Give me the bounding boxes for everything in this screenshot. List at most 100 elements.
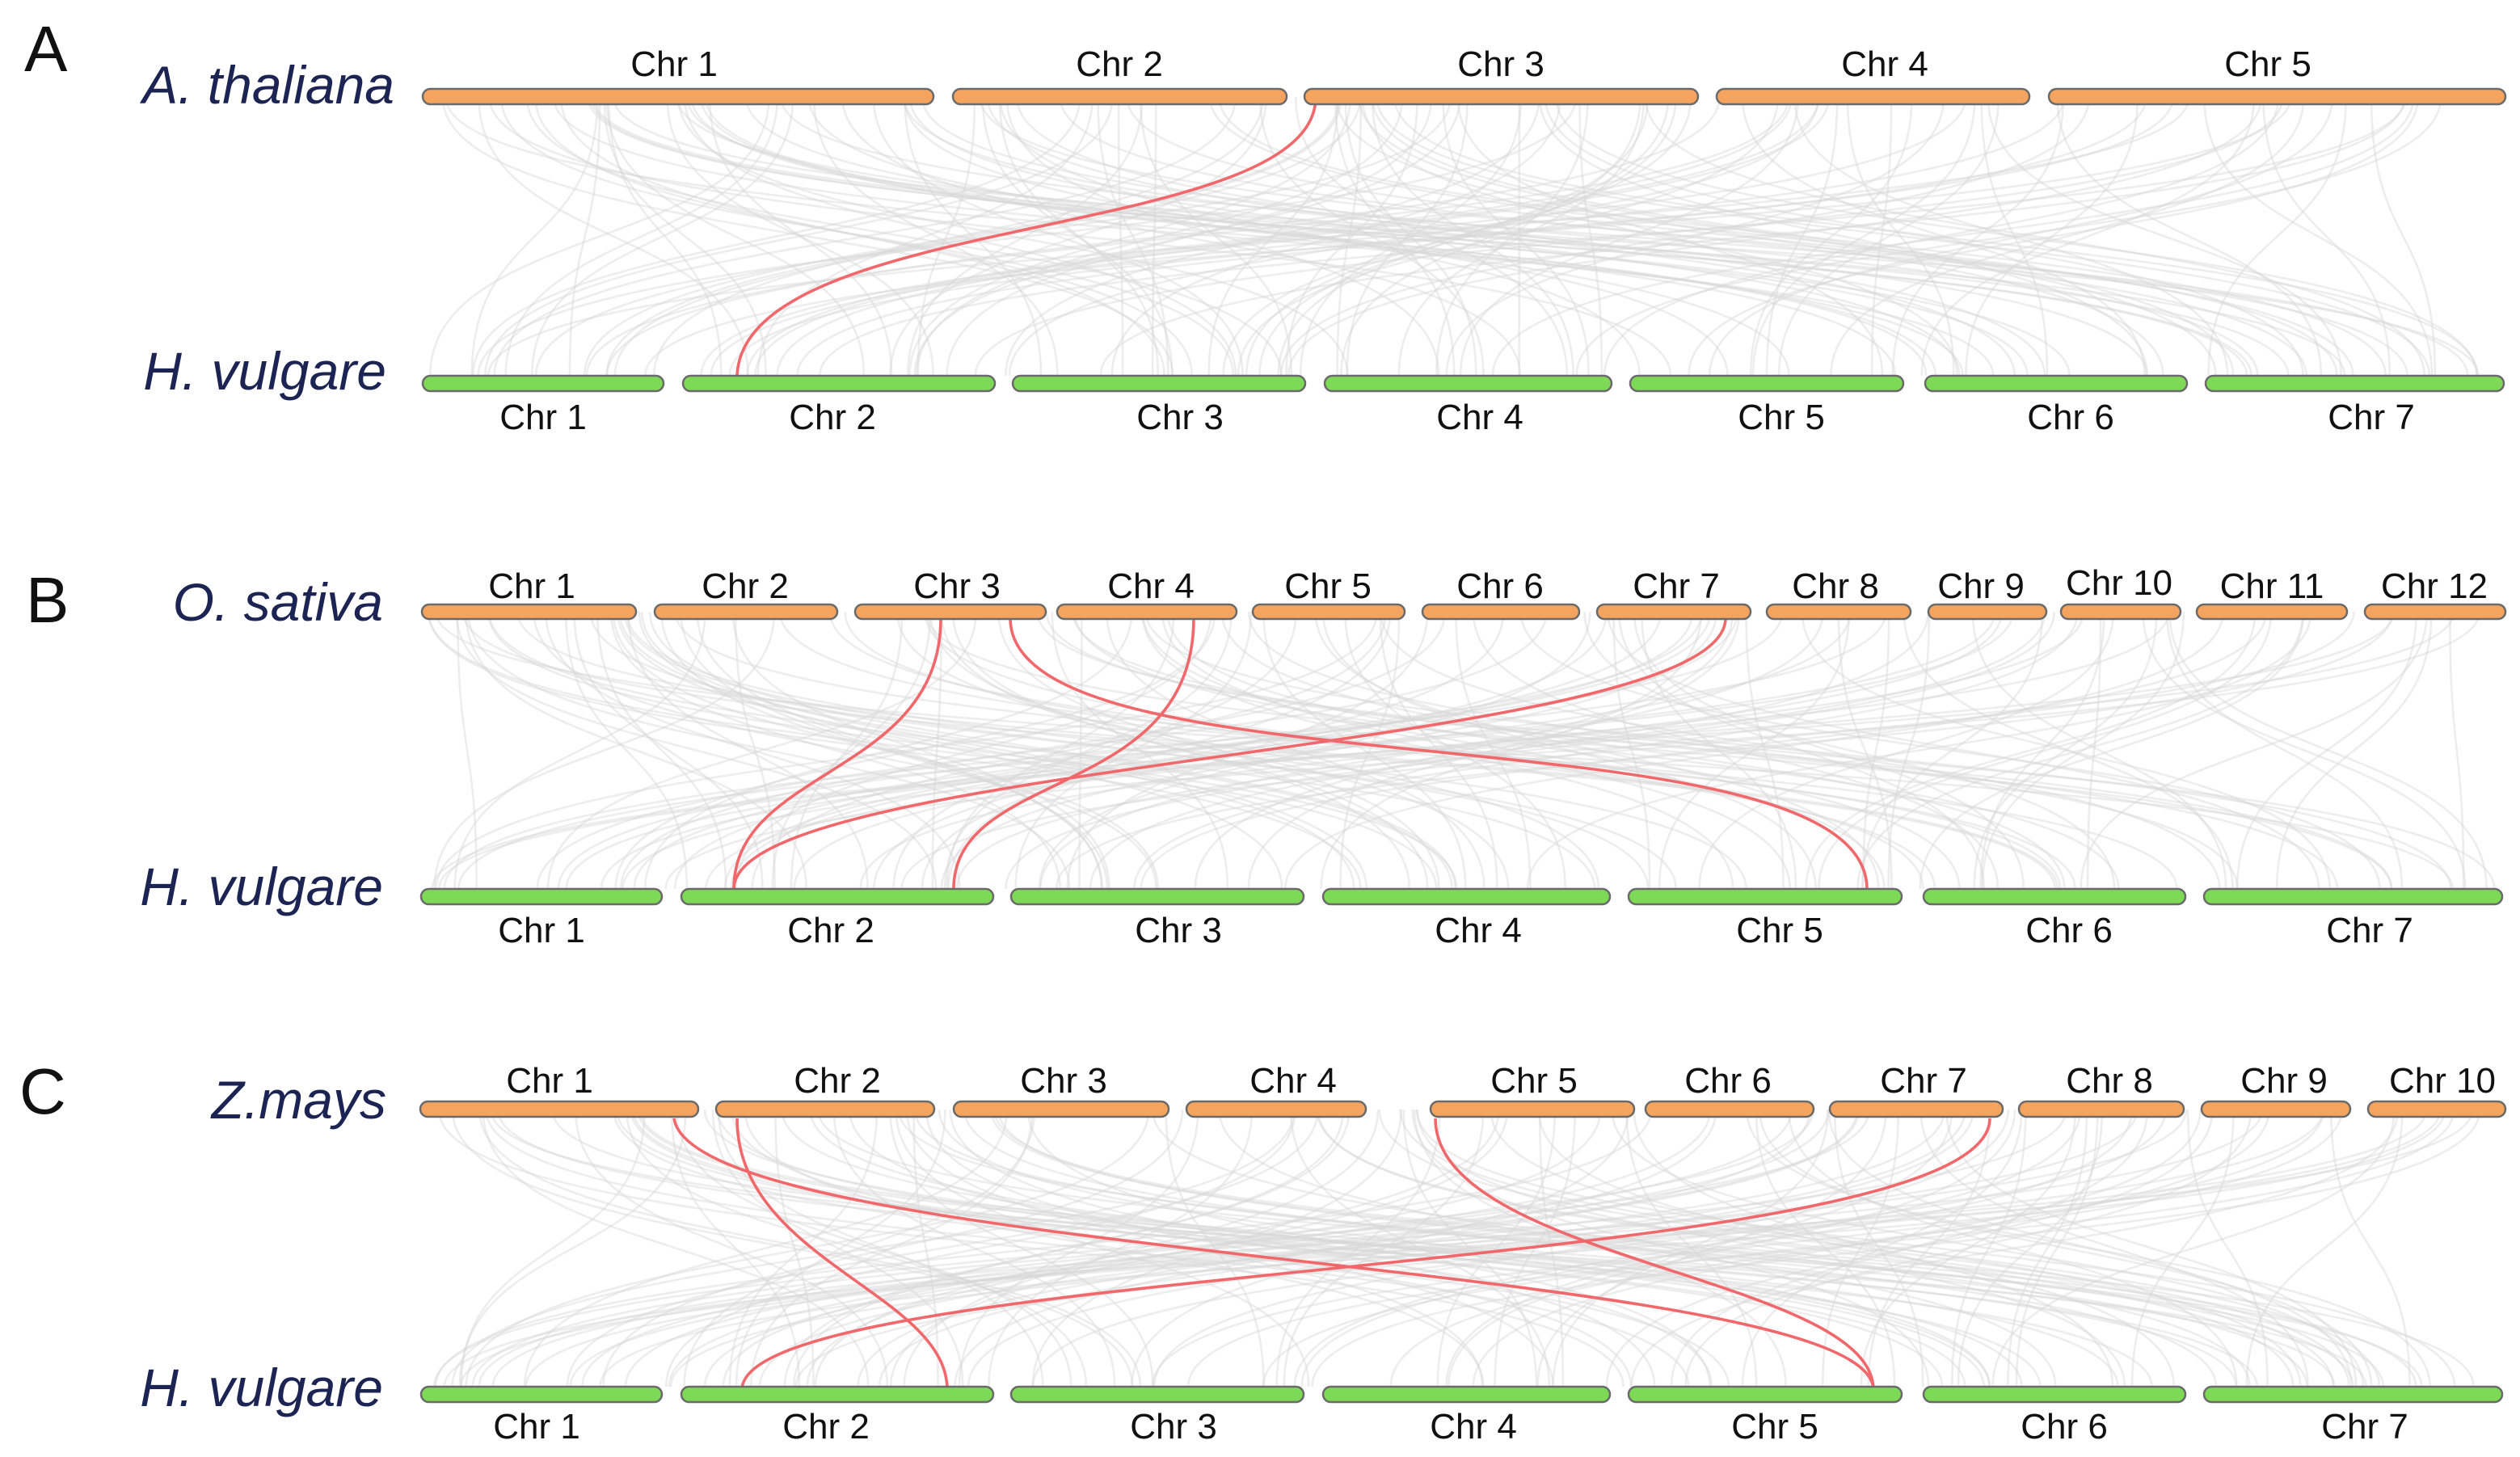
panel-c-top-chr-label: Chr 5: [1490, 1061, 1578, 1101]
background-link: [1089, 611, 1929, 890]
background-link: [455, 611, 938, 890]
background-link: [2130, 1109, 2235, 1388]
panel-a-bottom-chr-bar: [681, 374, 997, 393]
background-link: [472, 96, 1081, 377]
background-link: [904, 96, 1043, 377]
panel-a-bottom-chromosomes: Chr 1 Chr 2 Chr 3 Chr 4 Chr 5 Chr 6 Chr …: [421, 374, 2505, 437]
background-link: [900, 611, 2355, 890]
background-link: [2449, 611, 2465, 890]
panel-a-bottom-chr-label: Chr 5: [1738, 398, 1825, 437]
panel-c-top-chr-bar: [1185, 1100, 1367, 1118]
background-link: [1442, 96, 1590, 377]
panel-b-top-chr-label: Chr 4: [1107, 566, 1195, 606]
background-link: [1861, 611, 1890, 890]
panel-a-top-chr-label: Chr 4: [1841, 44, 1928, 84]
background-link: [564, 611, 689, 890]
panel-c-highlight-link-1: [672, 1118, 1875, 1391]
background-link: [2056, 96, 2323, 377]
panel-a-bottom-chr-bar: [1924, 374, 2189, 393]
background-link: [1340, 96, 1641, 377]
background-link: [999, 96, 1641, 377]
panel-b-top-chr-bar: [1056, 603, 1238, 621]
background-link: [574, 1109, 889, 1388]
panel-c-bottom-chr-bar: [680, 1385, 995, 1404]
background-link: [1097, 96, 1169, 377]
panel-a-background-links: [429, 96, 2480, 377]
panel-b: B O. sativa H. vulgare Chr 1 Chr 2 Chr 3…: [26, 563, 2507, 950]
background-link: [1755, 1109, 1896, 1388]
background-link: [459, 1109, 2474, 1388]
background-link: [1919, 611, 2305, 890]
background-link: [612, 611, 1159, 890]
background-link: [673, 611, 1694, 890]
panel-c-top-chr-label: Chr 1: [506, 1061, 593, 1101]
panel-a-top-chr-bar: [1303, 87, 1700, 106]
background-link: [958, 1109, 1199, 1388]
background-link: [988, 1109, 1254, 1388]
background-link: [913, 96, 1461, 377]
background-link: [1277, 96, 1650, 377]
background-link: [812, 96, 1059, 377]
background-link: [722, 1109, 1712, 1388]
background-link: [1490, 1109, 2302, 1388]
background-link: [1491, 96, 2415, 377]
background-link: [605, 96, 1721, 377]
background-link: [734, 611, 776, 890]
background-link: [668, 1109, 1859, 1388]
panel-b-bottom-chr-label: Chr 7: [2326, 911, 2413, 950]
background-link: [1005, 96, 1540, 377]
background-link: [428, 611, 1438, 890]
background-link: [751, 611, 1387, 890]
panel-c-top-chr-label: Chr 3: [1020, 1061, 1107, 1101]
background-link: [1218, 1109, 2057, 1388]
background-link: [796, 96, 2147, 377]
background-link: [1346, 96, 1469, 377]
panel-b-bottom-chr-bar: [1922, 887, 2187, 906]
background-link: [921, 96, 2259, 377]
background-link: [889, 96, 1267, 377]
panel-c-bottom-chr-label: Chr 1: [493, 1407, 580, 1446]
background-link: [1262, 1109, 2343, 1388]
panel-c-highlight-link-2: [735, 1118, 949, 1391]
panel-b-top-chr-bar: [653, 603, 839, 621]
background-link: [1389, 1109, 2270, 1388]
background-link: [643, 611, 1133, 890]
panel-c-top-chr-bar: [714, 1100, 936, 1118]
panel-b-top-chr-bar: [1595, 603, 1752, 621]
background-link: [1805, 611, 2257, 890]
background-link: [670, 1109, 801, 1388]
background-link: [1957, 1109, 2104, 1388]
background-link: [1445, 1109, 1953, 1388]
background-link: [1314, 611, 1880, 890]
background-link: [703, 1109, 2119, 1388]
background-link: [1575, 96, 2442, 377]
background-link: [488, 96, 1672, 377]
background-link: [889, 1109, 1154, 1388]
background-link: [1758, 1109, 2373, 1388]
background-link: [925, 611, 2392, 890]
panel-b-bottom-chr-bar: [419, 887, 664, 906]
background-link: [1641, 611, 1797, 890]
panel-b-top-chr-bar: [2059, 603, 2182, 621]
background-link: [615, 1109, 1966, 1388]
background-link: [1258, 96, 1677, 377]
background-link: [550, 1109, 2258, 1388]
background-link: [793, 1109, 1345, 1388]
background-link: [1658, 611, 1851, 890]
background-link: [1519, 611, 2381, 890]
background-link: [997, 611, 1440, 890]
background-link: [1339, 611, 1401, 890]
background-link: [1220, 611, 2066, 890]
background-link: [1684, 1109, 2252, 1388]
panel-c-top-chr-bar: [1828, 1100, 2004, 1118]
background-link: [1644, 96, 2425, 377]
panel-a-bottom-chr-label: Chr 1: [499, 398, 587, 437]
background-link: [946, 96, 1433, 377]
panel-b-top-chr-label: Chr 9: [1937, 566, 2025, 606]
panel-a-top-chr-label: Chr 3: [1457, 44, 1544, 84]
background-link: [1538, 96, 2148, 377]
panel-b-highlight-link-1: [732, 617, 942, 890]
panel-b-top-chr-bar: [1765, 603, 1912, 621]
background-link: [1036, 611, 2496, 890]
background-link: [1709, 96, 2334, 377]
